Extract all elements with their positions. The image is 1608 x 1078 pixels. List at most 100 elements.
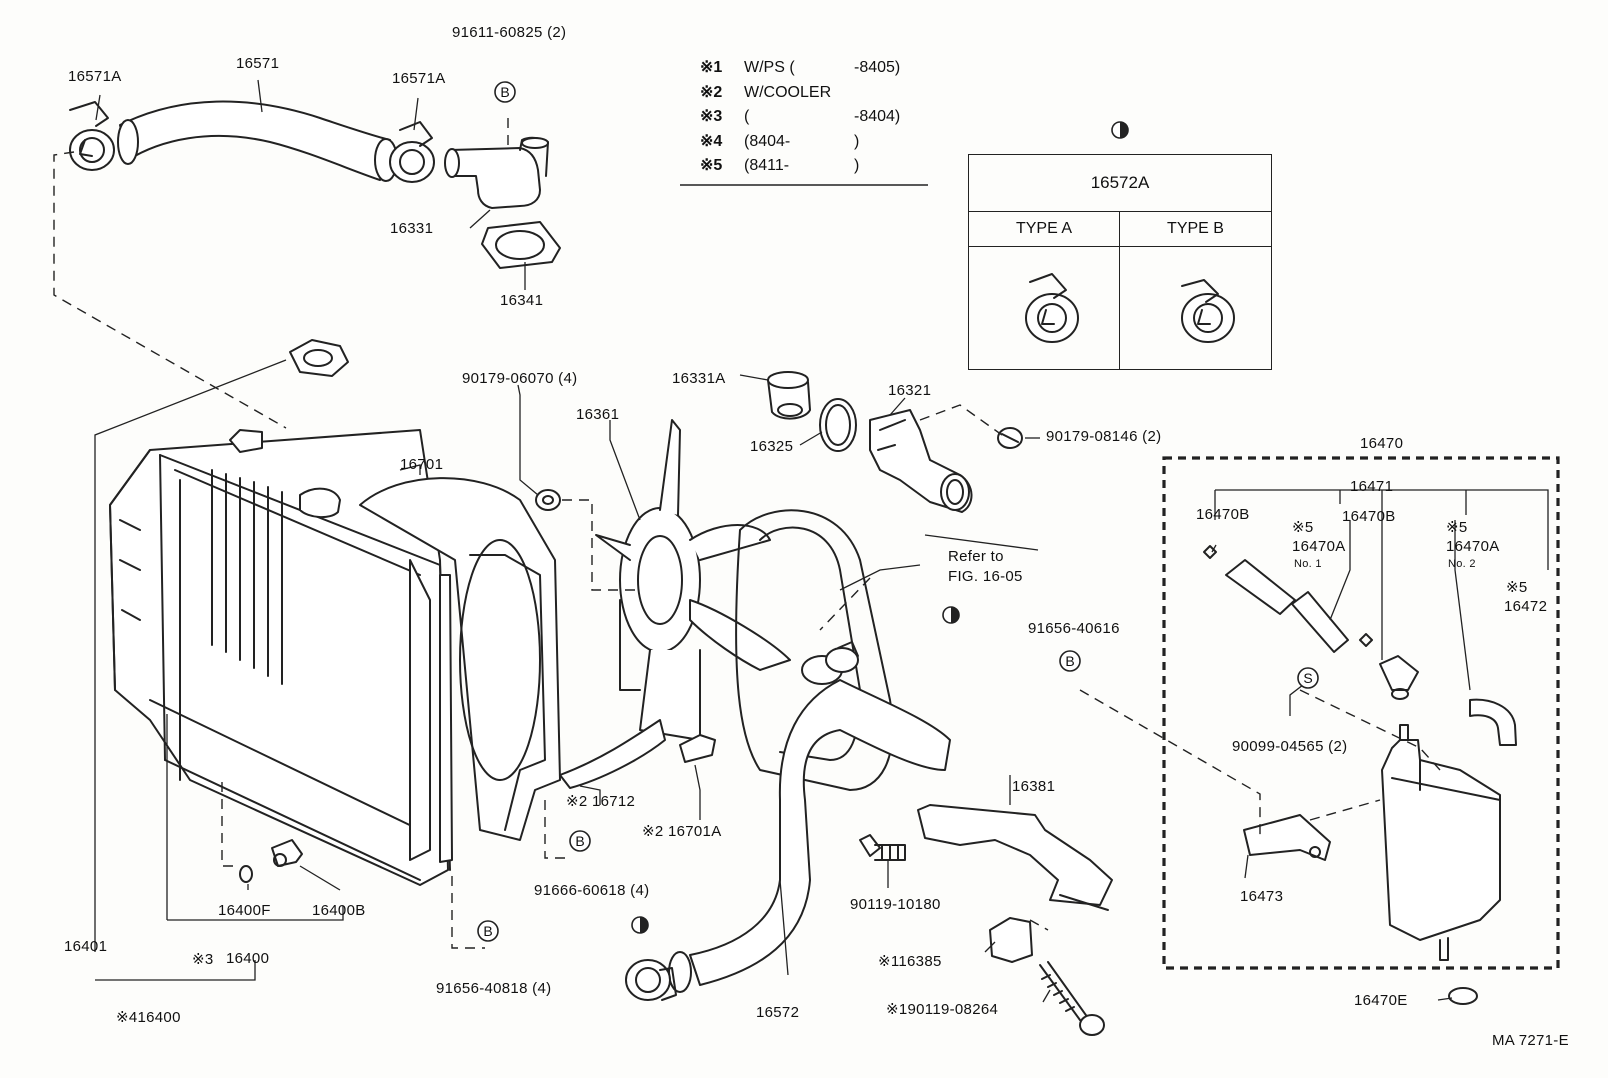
- water-inlet-16321: [869, 409, 973, 513]
- part-label-90119-10180: 90119-10180: [850, 896, 941, 913]
- fan-shroud-16701: [359, 477, 561, 841]
- clamp-type-b-column: TYPE B: [1120, 212, 1271, 369]
- half-circle-icon: [631, 916, 649, 934]
- part-label-116385: ※116385: [878, 953, 942, 970]
- bolt-190119-08264: [1039, 961, 1105, 1036]
- part-label-16470E: 16470E: [1354, 992, 1408, 1009]
- drain-cock-16400B: [271, 839, 303, 867]
- legend-value: -8404): [854, 108, 901, 125]
- part-label-16571A-right: 16571A: [392, 70, 446, 87]
- part-label-16331A: 16331A: [672, 370, 726, 387]
- circle-b-letter: B: [575, 833, 584, 849]
- bracket-16381: [917, 804, 1113, 911]
- part-label-16571A-left: 16571A: [68, 68, 122, 85]
- legend-row: ※5 (8411-): [700, 154, 900, 179]
- part-label-16470: 16470: [1360, 435, 1404, 452]
- clamp-type-a-column: TYPE A: [969, 212, 1120, 369]
- hose-clamp-16571A-left: [69, 101, 115, 171]
- part-label-16341: 16341: [500, 292, 544, 309]
- part-label-16381: 16381: [1012, 778, 1056, 795]
- circle-b-marker: [494, 81, 516, 103]
- part-label-16470A-no1-sub: No. 1: [1294, 558, 1322, 570]
- part-label-91666-60618: 91666-60618 (4): [534, 882, 650, 899]
- nut-90179-06070: [535, 489, 561, 511]
- reservoir-tank: [1381, 724, 1501, 961]
- overflow-hose-16470A-no2: [1291, 591, 1349, 653]
- outlet-gasket-16341: [481, 221, 561, 269]
- circle-b-letter: B: [500, 84, 509, 100]
- legend-value: ): [854, 157, 860, 174]
- part-label-190119-08264: ※190119-08264: [886, 1001, 999, 1018]
- part-label-16470B-a: 16470B: [1196, 506, 1250, 523]
- overflow-hose-16472: [1469, 698, 1517, 746]
- circle-s-marker: [1297, 667, 1319, 689]
- legend-text: (: [744, 108, 750, 125]
- part-label-16571: 16571: [236, 55, 280, 72]
- thermostat-16331A: [767, 371, 811, 420]
- reservoir-cap-16470E: [1448, 987, 1478, 1005]
- shroud-cover-16712: [559, 719, 666, 789]
- variant-mark-5: ※5: [1292, 519, 1314, 536]
- thermostat-gasket-16325: [819, 398, 857, 452]
- part-label-16701: 16701: [400, 456, 444, 473]
- legend-mark: ※5: [700, 157, 723, 174]
- circle-b-letter: B: [483, 923, 492, 939]
- part-label-16401: 16401: [64, 938, 108, 955]
- legend-mark: ※4: [700, 132, 723, 150]
- cushion-116385: [989, 917, 1033, 963]
- circle-s-letter: S: [1303, 670, 1312, 686]
- water-outlet-16331: [444, 136, 549, 209]
- part-label-16470A-no1: 16470A: [1292, 538, 1346, 555]
- legend-mark: ※2: [700, 83, 723, 101]
- part-label-90099-04565: 90099-04565 (2): [1232, 738, 1348, 755]
- clamp-type-a-icon: [1025, 273, 1079, 343]
- legend-text: W/PS (: [744, 59, 795, 76]
- part-label-16470A-no2: 16470A: [1446, 538, 1500, 555]
- part-label-16325: 16325: [750, 438, 794, 455]
- half-circle-icon: [942, 606, 960, 624]
- bolt-90179-08146: [997, 427, 1023, 449]
- legend-text: (8411-: [744, 157, 790, 174]
- legend-mark: ※1: [700, 59, 723, 76]
- part-label-16400: 16400: [226, 950, 270, 967]
- part-label-91656-40616: 91656-40616: [1028, 620, 1120, 637]
- bolt-90119-10180: [859, 834, 906, 861]
- part-label-16400B: 16400B: [312, 902, 366, 919]
- part-label-16470B-b: 16470B: [1342, 508, 1396, 525]
- part-label-16701A: ※2 16701A: [642, 823, 722, 840]
- reference-code: MA 7271-E: [1492, 1032, 1569, 1049]
- upper-radiator-hose-16571: [117, 100, 398, 182]
- part-label-16471: 16471: [1350, 478, 1394, 495]
- legend-row: ※1 W/PS ( -8405): [700, 56, 900, 81]
- variant-mark-5: ※5: [1446, 519, 1468, 536]
- part-label-16712: ※2 16712: [566, 793, 636, 810]
- part-label-16361: 16361: [576, 406, 620, 423]
- part-label-16321: 16321: [888, 382, 932, 399]
- hose-clamp-16571A-right: [389, 121, 435, 183]
- radiator-16401: [109, 429, 453, 886]
- reservoir-cap-assembly: [1379, 655, 1419, 700]
- variant-mark-5: ※5: [1506, 579, 1528, 596]
- cooling-fan-16361: [595, 419, 791, 741]
- refer-fig-label: FIG. 16-05: [948, 568, 1023, 585]
- circle-b-marker: [569, 830, 591, 852]
- hose-clamp-16572A-upper: [825, 641, 859, 673]
- dashed-reference-lines: [53, 118, 1441, 949]
- o-ring-16400F: [239, 865, 253, 883]
- hose-clamp-16572A-lower: [625, 959, 677, 1001]
- half-circle-icon: [1111, 121, 1129, 139]
- legend-mark: ※3: [700, 108, 723, 125]
- clamp-table-title: 16572A: [969, 155, 1271, 212]
- part-label-16472: 16472: [1504, 598, 1548, 615]
- legend-row: ※4(8404-): [700, 130, 900, 155]
- hose-clip-16470B: [1203, 545, 1373, 647]
- reservoir-bracket-16473: [1243, 814, 1331, 861]
- part-mark-16400: ※3: [192, 951, 214, 968]
- clamp-type-b-label: TYPE B: [1120, 212, 1271, 247]
- legend-row: ※3 ( -8404): [700, 105, 900, 130]
- legend-value: -8405): [854, 59, 901, 76]
- circle-b-marker: [1059, 650, 1081, 672]
